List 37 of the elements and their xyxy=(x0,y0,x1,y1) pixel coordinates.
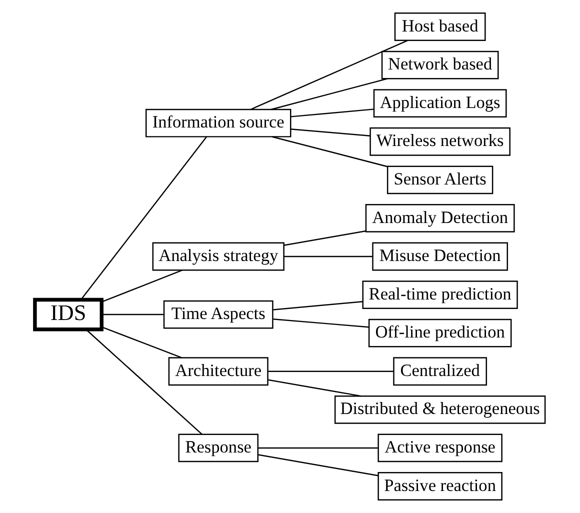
node-box: Information source xyxy=(145,108,292,138)
connector xyxy=(290,108,374,118)
node-box: Distributed & heterogeneous xyxy=(334,395,546,424)
connector xyxy=(250,40,408,110)
node-box: Application Logs xyxy=(373,89,507,118)
connector xyxy=(80,136,207,300)
node-box: Active response xyxy=(378,434,502,462)
connector xyxy=(284,256,372,258)
connector xyxy=(258,447,378,449)
node-box: IDS xyxy=(33,298,104,332)
node-box: Analysis strategy xyxy=(152,242,284,271)
connector xyxy=(268,379,362,397)
node-box: Time Aspects xyxy=(163,300,274,329)
node-box: Architecture xyxy=(168,357,268,386)
node-box: Wireless networks xyxy=(370,127,510,156)
connector xyxy=(290,128,370,136)
connector xyxy=(270,78,388,110)
node-box: Host based xyxy=(394,12,486,41)
node-box: Misuse Detection xyxy=(372,242,508,271)
connector xyxy=(258,454,378,476)
connector xyxy=(284,230,366,246)
node-box: Anomaly Detection xyxy=(365,204,515,232)
connector xyxy=(272,136,388,168)
connector xyxy=(102,314,164,316)
node-box: Centralized xyxy=(393,357,487,386)
node-box: Sensor Alerts xyxy=(386,166,494,194)
node-box: Passive reaction xyxy=(378,472,502,500)
connector xyxy=(86,329,202,434)
node-box: Network based xyxy=(381,50,499,80)
connector xyxy=(273,318,369,328)
connector xyxy=(102,270,182,302)
node-box: Off-line prediction xyxy=(368,318,512,348)
node-box: Response xyxy=(178,434,258,462)
node-box: Real-time prediction xyxy=(362,280,518,309)
connector xyxy=(268,370,394,372)
connector xyxy=(273,301,363,310)
connector xyxy=(102,326,182,358)
